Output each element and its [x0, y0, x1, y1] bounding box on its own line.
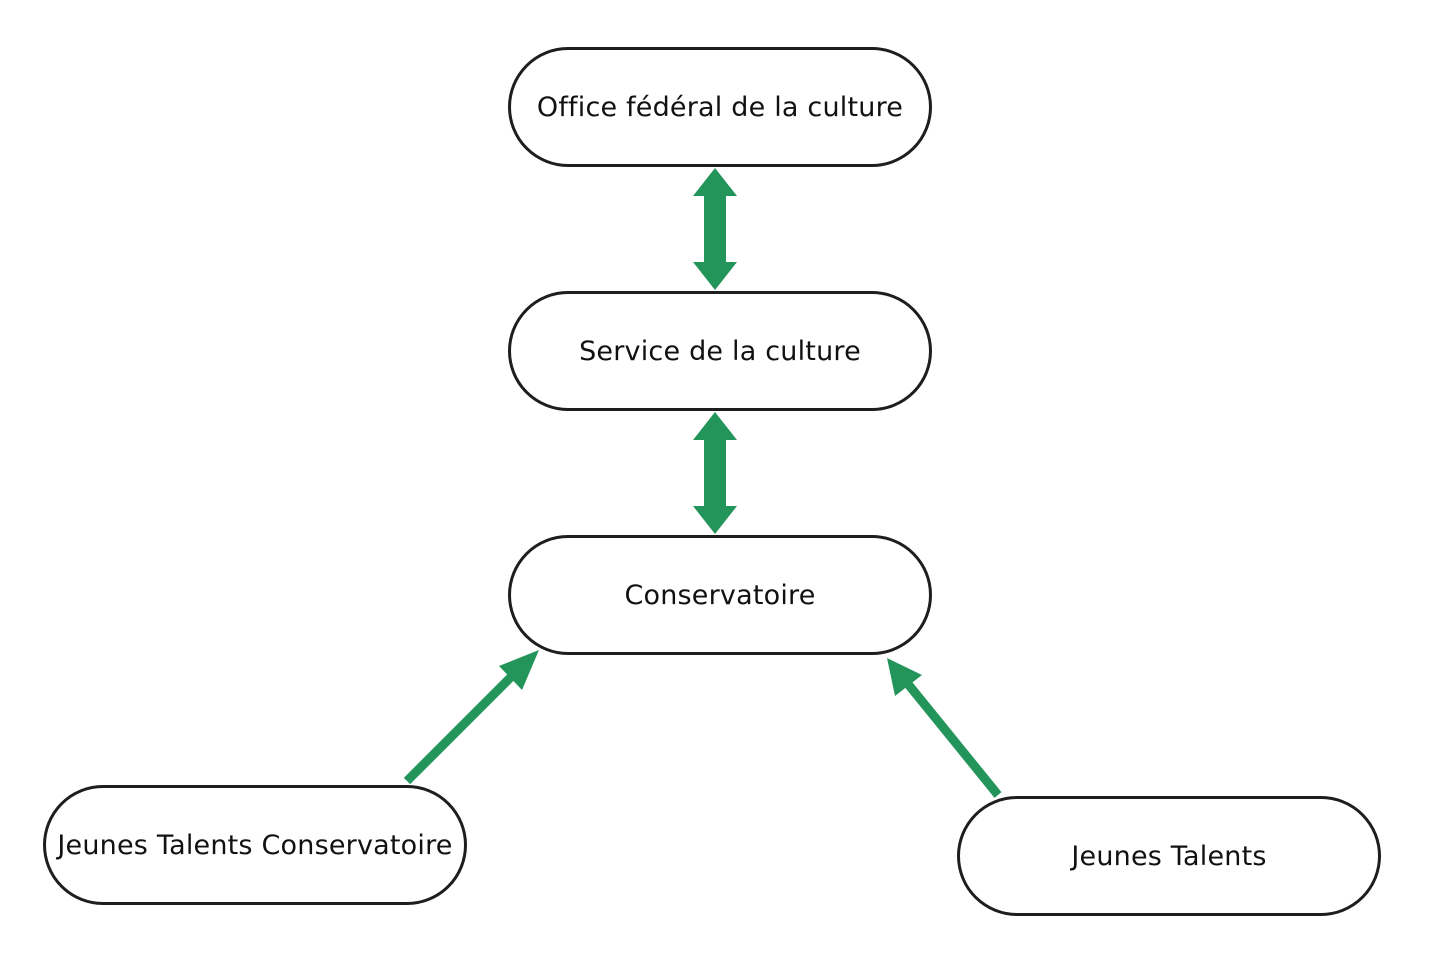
arrow-jt-conservatoire	[887, 658, 1002, 798]
node-jeunes-talents: Jeunes Talents	[957, 796, 1381, 916]
node-office-federal-culture: Office fédéral de la culture	[508, 47, 932, 167]
node-conservatoire: Conservatoire	[508, 535, 932, 655]
arrow-jtc-conservatoire	[403, 650, 539, 785]
node-label: Jeunes Talents Conservatoire	[57, 829, 453, 861]
node-label: Conservatoire	[624, 579, 816, 611]
node-label: Jeunes Talents	[1071, 840, 1267, 872]
node-label: Office fédéral de la culture	[536, 91, 904, 123]
node-service-culture: Service de la culture	[508, 291, 932, 411]
node-jeunes-talents-conservatoire: Jeunes Talents Conservatoire	[43, 785, 467, 905]
arrow-service-conservatoire	[693, 412, 737, 534]
node-label: Service de la culture	[579, 335, 861, 367]
arrow-office-service	[693, 168, 737, 290]
